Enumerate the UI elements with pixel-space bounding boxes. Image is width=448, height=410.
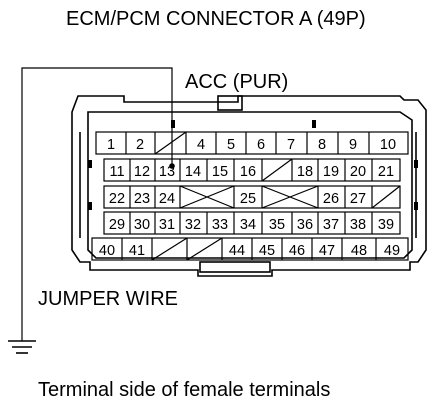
- pin-31: 31: [159, 217, 175, 233]
- pin-48: 48: [351, 243, 367, 259]
- pin-30: 30: [134, 217, 150, 233]
- pin-20: 20: [350, 164, 366, 180]
- pin-29: 29: [109, 217, 125, 233]
- pin-45: 45: [259, 243, 275, 259]
- pin-40: 40: [99, 243, 115, 259]
- pin-47: 47: [319, 243, 335, 259]
- pin-37: 37: [323, 217, 339, 233]
- jumper-wire: [21, 67, 173, 341]
- pin-36: 36: [297, 217, 313, 233]
- pin-8: 8: [318, 137, 326, 153]
- pin-16: 16: [240, 164, 256, 180]
- acc-wire-probe: [169, 150, 175, 169]
- pin-34: 34: [240, 217, 256, 233]
- pin-11: 11: [109, 164, 124, 180]
- pin-13: 13: [159, 164, 175, 180]
- pin-1: 1: [107, 137, 115, 153]
- pin-6: 6: [257, 137, 265, 153]
- pin-10: 10: [380, 137, 396, 153]
- connector-housing: [71, 95, 427, 277]
- pin-44: 44: [229, 243, 245, 259]
- pin-7: 7: [287, 137, 295, 153]
- pin-27: 27: [350, 191, 366, 207]
- diagram-title: ECM/PCM CONNECTOR A (49P): [66, 8, 366, 30]
- pin-49: 49: [384, 243, 400, 259]
- pin-9: 9: [349, 137, 357, 153]
- pin-22: 22: [109, 191, 125, 207]
- pin-5: 5: [227, 137, 235, 153]
- pin-39: 39: [378, 217, 394, 233]
- pin-38: 38: [350, 217, 366, 233]
- pin-21: 21: [378, 164, 394, 180]
- housing-locators: [88, 120, 418, 210]
- pin-12: 12: [134, 164, 150, 180]
- pin-41: 41: [129, 243, 145, 259]
- jumper-wire-label: JUMPER WIRE: [38, 288, 178, 310]
- pin-23: 23: [134, 191, 150, 207]
- pin-35: 35: [269, 217, 285, 233]
- pin-labels: 1 2 4 5 6 7 8 9 10 11 12 13 14 15 16 18 …: [99, 137, 400, 259]
- pin-26: 26: [323, 191, 339, 207]
- pin-15: 15: [212, 164, 228, 180]
- pin-14: 14: [185, 164, 201, 180]
- footer-caption: Terminal side of female terminals: [38, 379, 330, 401]
- pin-33: 33: [212, 217, 228, 233]
- pin-19: 19: [323, 164, 339, 180]
- pin-18: 18: [297, 164, 313, 180]
- pin-46: 46: [289, 243, 305, 259]
- pin-2: 2: [136, 137, 144, 153]
- pin-32: 32: [185, 217, 201, 233]
- pin-4: 4: [197, 137, 205, 153]
- pin-grid: [91, 131, 409, 261]
- pin-25: 25: [240, 191, 256, 207]
- pin-24: 24: [159, 191, 175, 207]
- ground-symbol-icon: [8, 340, 36, 354]
- acc-wire-label: ACC (PUR): [185, 71, 288, 93]
